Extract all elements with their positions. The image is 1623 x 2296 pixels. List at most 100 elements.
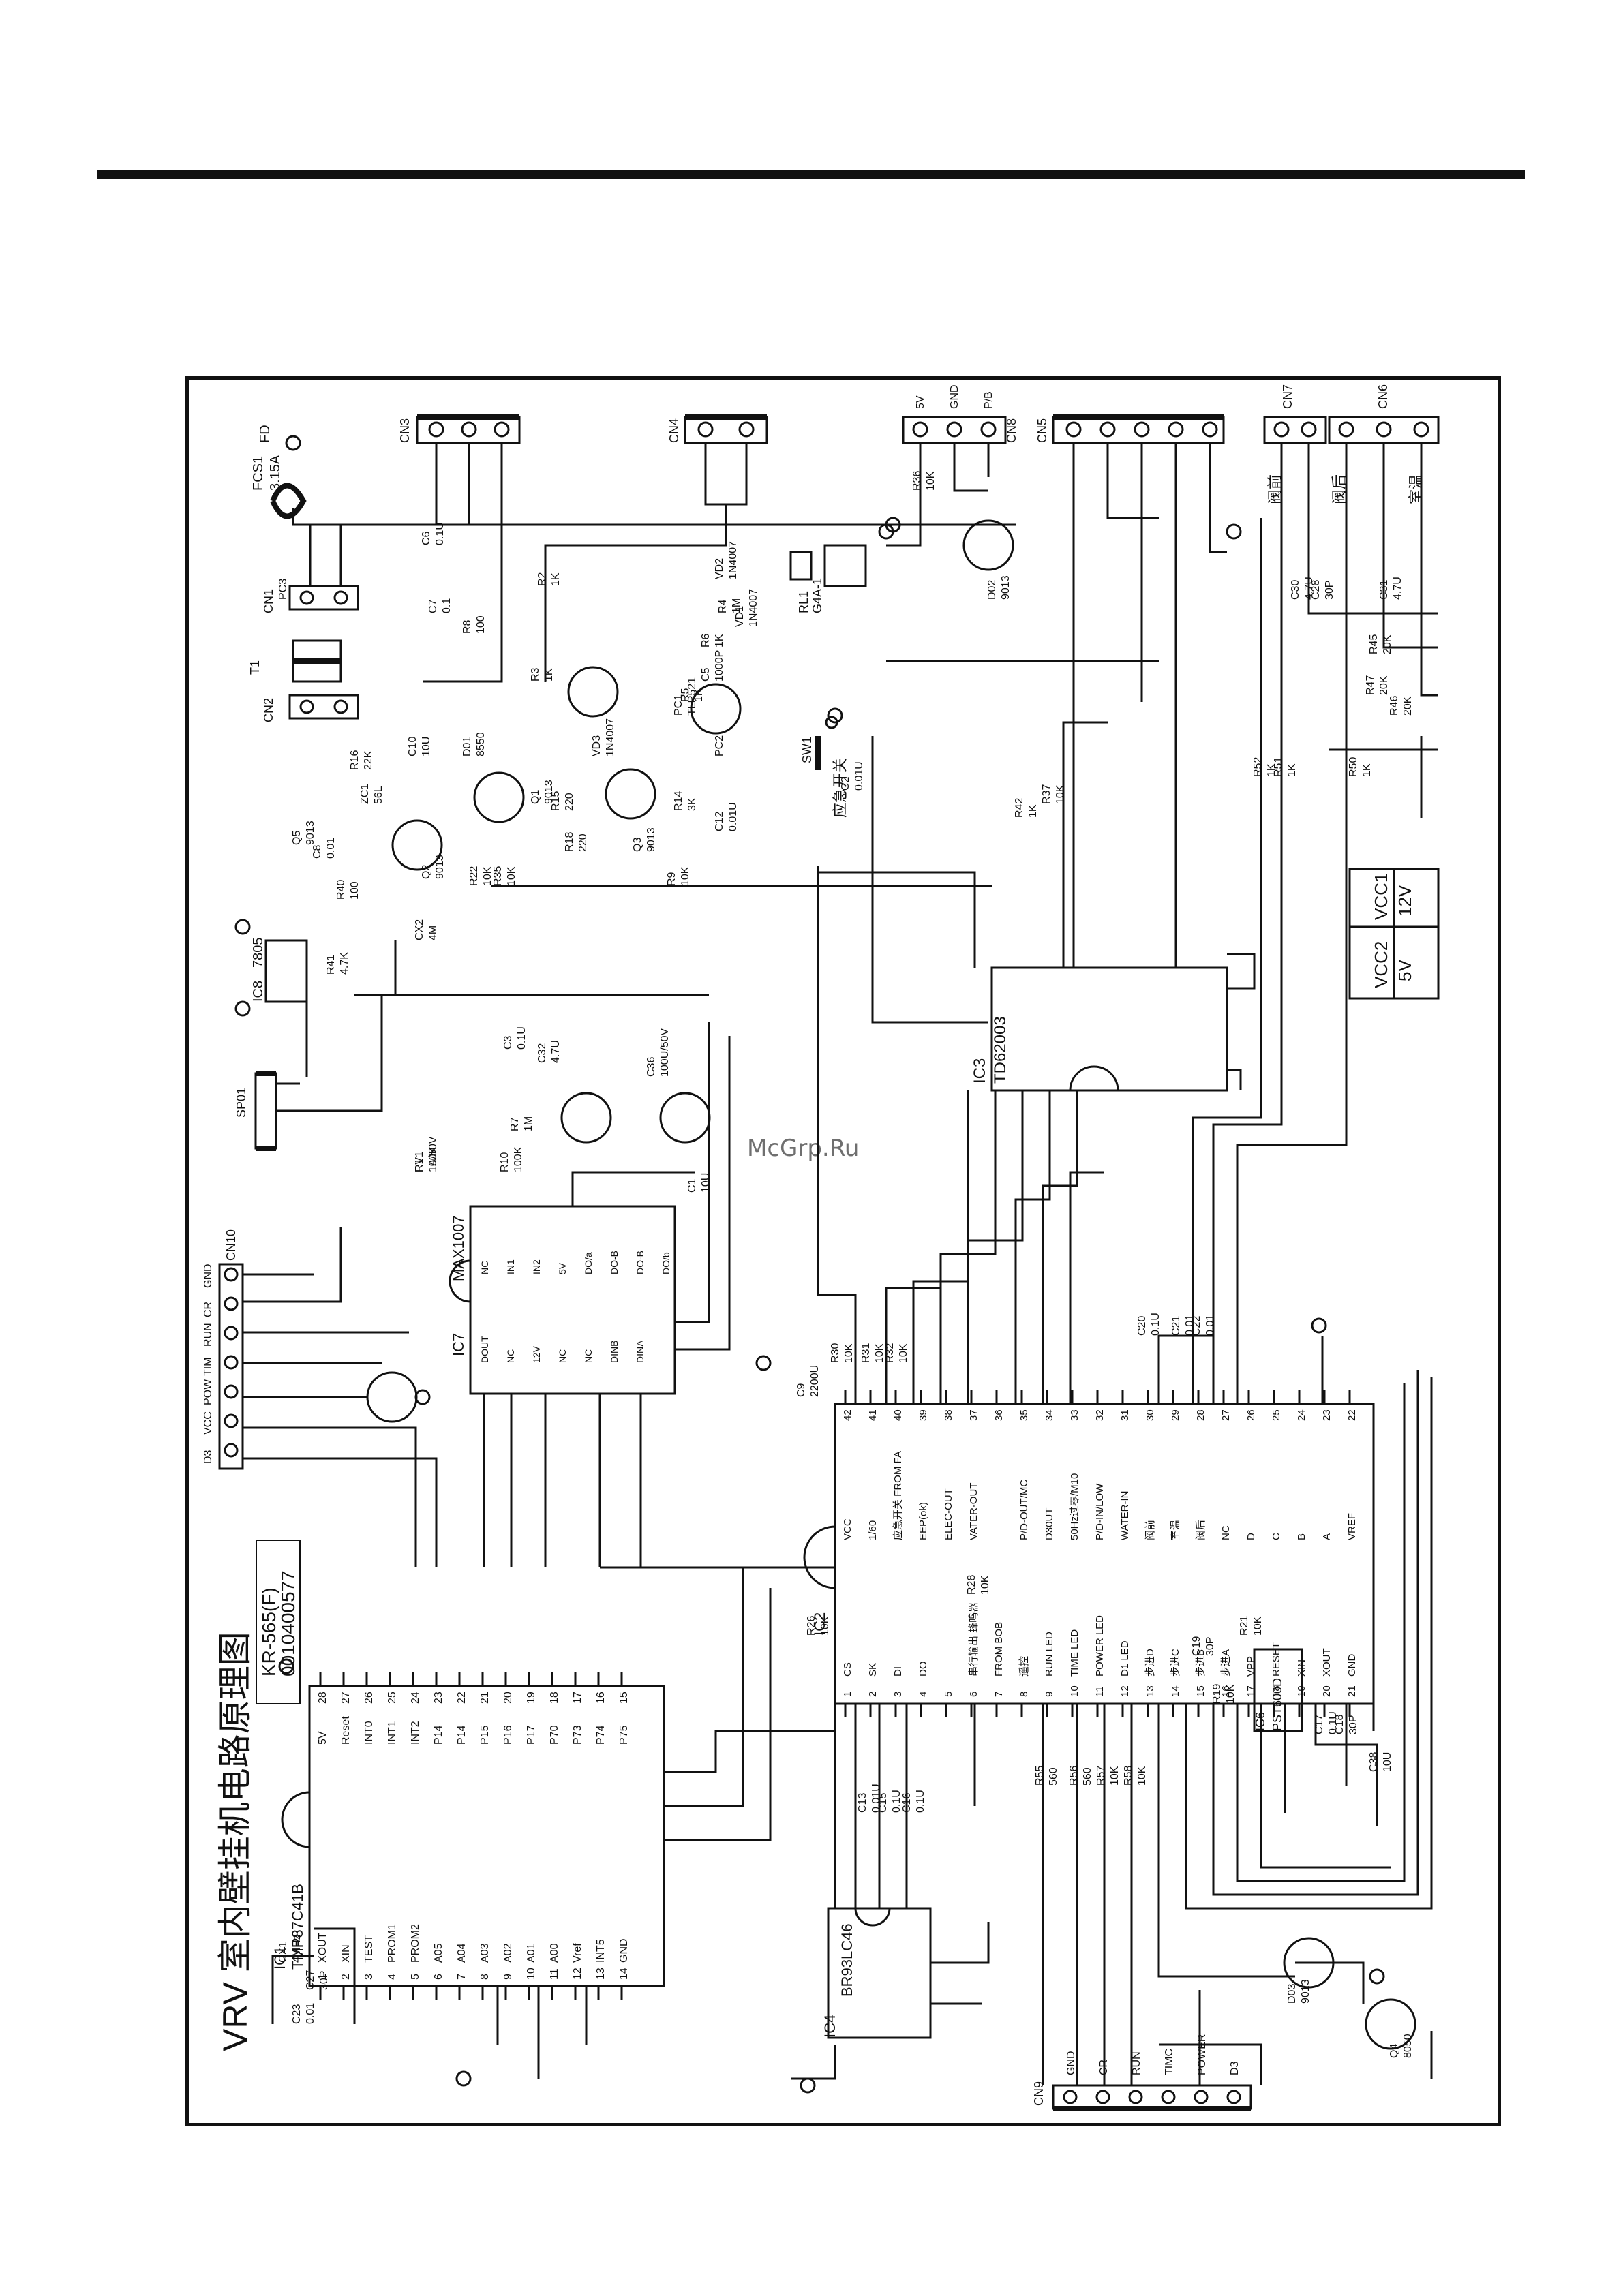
component-value: 1M xyxy=(523,1116,534,1131)
component-ref: PC2 xyxy=(714,735,725,756)
svg-text:CN4: CN4 xyxy=(667,418,681,443)
u1-pin-name: P15 xyxy=(479,1725,491,1745)
u1-pin-name: XIN xyxy=(340,1944,352,1963)
ic-u1: IC1 TMP87C41B KR-565(F) 0010400577 1XOUT… xyxy=(256,1540,665,2000)
u1-pin-number: 15 xyxy=(618,1692,630,1704)
component-value: 0.1U xyxy=(1327,1711,1339,1734)
u2-pin-number: 31 xyxy=(1119,1409,1131,1421)
component-ref: R19 xyxy=(1211,1684,1223,1704)
u2-pin-name: POWER LED xyxy=(1094,1615,1106,1677)
u1-pin-name: XOUT xyxy=(317,1932,329,1963)
u7-pin-name: DO-B xyxy=(609,1251,620,1274)
u1-pin-name: PROM1 xyxy=(386,1924,398,1963)
component-value: 0.1U xyxy=(891,1790,902,1813)
u1-pin-name: P74 xyxy=(595,1725,607,1745)
u2-pin-name: D xyxy=(1245,1533,1257,1540)
u7-pin-name: DINA xyxy=(635,1340,646,1363)
cn10-pin-label: GND xyxy=(202,1264,214,1288)
component-ref: PC3 xyxy=(277,579,289,600)
component-ref: C16 xyxy=(901,1793,913,1813)
u1-pin-name: A05 xyxy=(433,1943,444,1963)
component-ref: C17 xyxy=(1314,1715,1325,1734)
component-ref: R40 xyxy=(335,880,347,900)
u2-pin-number: 9 xyxy=(1044,1692,1055,1697)
component-value: 0.1 xyxy=(441,598,453,613)
connector-cn1: CN1 xyxy=(262,585,359,613)
component-value: 3K xyxy=(686,797,698,811)
component-value: 100K xyxy=(427,1146,439,1172)
component-value: 1K xyxy=(714,634,725,647)
cn9-pin-label: TIMC xyxy=(1164,2049,1175,2075)
svg-text:CN10: CN10 xyxy=(224,1229,238,1261)
component-ref: R52 xyxy=(1252,757,1264,777)
component-ref: D02 xyxy=(986,580,998,600)
component-ref: R4 xyxy=(717,599,729,613)
u7-pin-name: DO/a xyxy=(583,1252,594,1274)
svg-text:T1: T1 xyxy=(248,660,262,675)
u2-pin-number: 29 xyxy=(1170,1409,1181,1421)
connector-cn7: CN7 阀前 xyxy=(1263,384,1327,504)
svg-text:CN7: CN7 xyxy=(1281,384,1294,409)
component-value: 560 xyxy=(1082,1767,1093,1786)
u2-pin-number: 33 xyxy=(1069,1409,1080,1421)
component-value: 1K xyxy=(1266,763,1277,777)
component-ref: R8 xyxy=(461,619,473,634)
u7-pin-name: IN2 xyxy=(531,1259,542,1274)
u1-pin-number: 12 xyxy=(572,1968,583,1980)
component-ref: R50 xyxy=(1348,757,1359,777)
component-ref: R28 xyxy=(966,1575,977,1595)
component-ref: C9 xyxy=(795,1383,807,1397)
component-value: 0.1U xyxy=(915,1790,926,1813)
component-value: 0.1U xyxy=(516,1026,528,1050)
u1-pin-name: GND xyxy=(618,1938,630,1963)
component-value: 1K xyxy=(550,572,562,586)
u1-pin-number: 11 xyxy=(549,1968,560,1980)
component-value: 1K xyxy=(1361,763,1373,777)
component-value: 0.01U xyxy=(853,761,865,791)
component-ref: C6 xyxy=(421,531,432,545)
component-value: 4MHz xyxy=(291,1934,303,1963)
cn10-pin-label: D3 xyxy=(202,1450,214,1464)
u7-pin-name: NC xyxy=(505,1349,516,1363)
u1-pin-name: 5V xyxy=(317,1731,329,1745)
u1-pin-name: INT0 xyxy=(363,1721,375,1745)
u1-pin-name: INT2 xyxy=(410,1721,421,1745)
component-ref: R15 xyxy=(550,791,562,811)
component-ref: C15 xyxy=(877,1793,889,1813)
component-value: 10K xyxy=(1055,784,1066,804)
component-ref: C19 xyxy=(1191,1636,1202,1656)
ic-u7-part: MAX1007 xyxy=(450,1215,467,1281)
component-ref: Q5 xyxy=(291,831,303,845)
svg-text:CN3: CN3 xyxy=(398,418,412,443)
u2-pin-name: 应急开关 FROM FA xyxy=(892,1451,904,1540)
component-ref: R16 xyxy=(349,750,361,770)
component-value: 1K xyxy=(1286,763,1298,777)
component-value: 20K xyxy=(1378,675,1390,695)
component-value: 10K xyxy=(874,1343,885,1363)
component-ref: Q3 xyxy=(632,838,643,852)
u2-pin-name: D1 LED xyxy=(1119,1640,1131,1677)
u2-pin-name: CS xyxy=(842,1662,853,1677)
component-value: 0.01 xyxy=(325,838,337,859)
u2-pin-name: TIME LED xyxy=(1069,1629,1080,1677)
component-value: 2200U xyxy=(809,1365,821,1397)
u2-pin-name: A xyxy=(1321,1533,1333,1540)
svg-text:CN5: CN5 xyxy=(1035,418,1049,443)
u1-pin-name: A00 xyxy=(549,1943,560,1963)
emergency-switch[interactable]: SW1 应急开关 xyxy=(800,716,849,818)
u2-pin-name: 室温 xyxy=(1170,1520,1181,1540)
component-value: 100U/50V xyxy=(659,1028,671,1077)
u2-pin-number: 14 xyxy=(1170,1685,1181,1697)
u1-pin-name: A03 xyxy=(479,1943,491,1963)
u2-pin-name: VREF xyxy=(1346,1513,1358,1540)
component-value: 100K xyxy=(513,1146,524,1172)
u1-pin-name: A01 xyxy=(526,1943,537,1963)
cn9-pin-label: RUN xyxy=(1131,2051,1142,2075)
connector-cn5: CN5 xyxy=(1035,414,1225,444)
u1-pin-name: TEST xyxy=(363,1935,375,1963)
u2-pin-number: 4 xyxy=(917,1692,929,1697)
u2-pin-number: 39 xyxy=(917,1409,929,1421)
svg-text:CN2: CN2 xyxy=(262,698,275,722)
u2-pin-number: 12 xyxy=(1119,1685,1131,1697)
u2-pin-name: P/D-IN/LOW xyxy=(1094,1483,1106,1540)
